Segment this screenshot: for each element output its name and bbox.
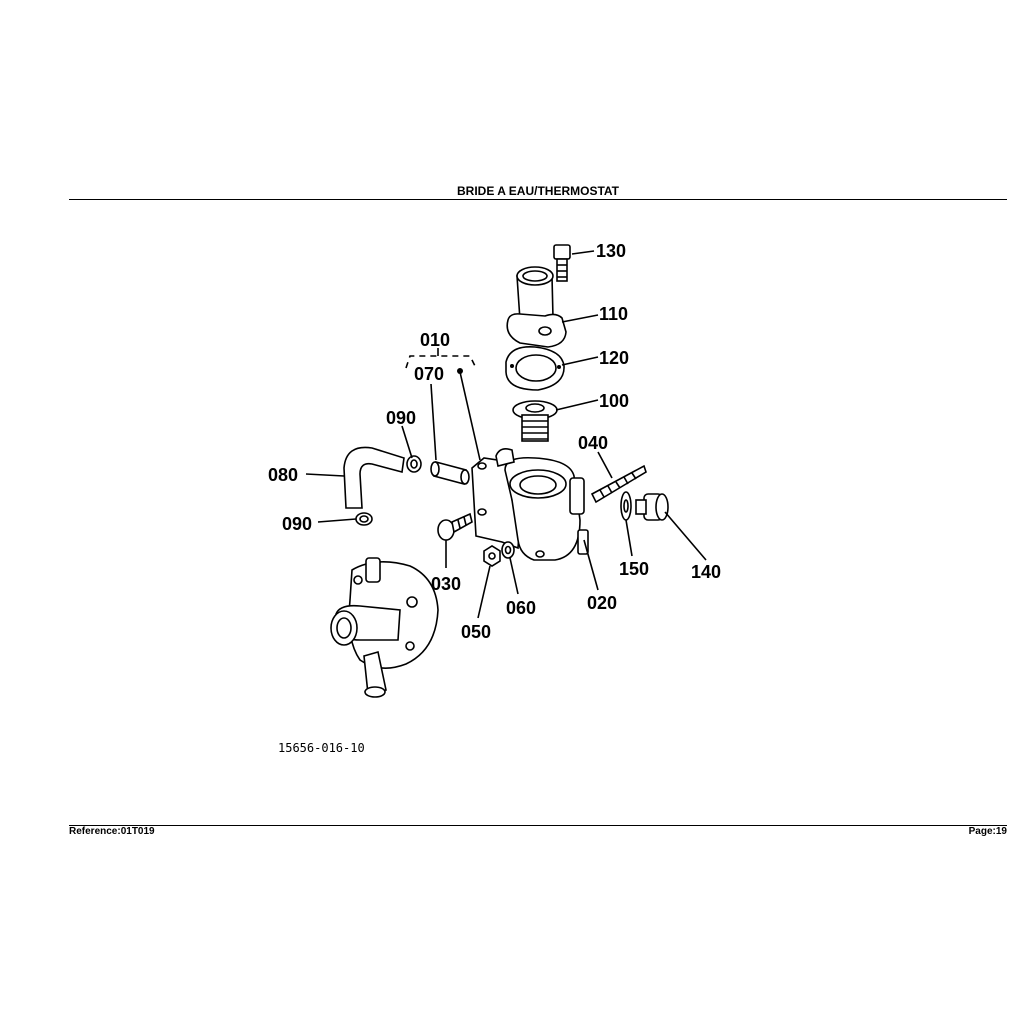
callout-100: 100 — [599, 391, 629, 411]
callout-140: 140 — [691, 562, 721, 582]
thermostat-cover-110-part — [506, 266, 567, 348]
callout-060: 060 — [506, 598, 536, 618]
clamp-090-upper-part — [406, 455, 422, 473]
callout-130: 130 — [596, 241, 626, 261]
callout-090-lower: 090 — [282, 514, 312, 534]
callout-090-upper: 090 — [386, 408, 416, 428]
stud-040-part — [590, 464, 647, 504]
footer-divider — [69, 825, 1007, 826]
gasket-120-part — [505, 345, 565, 391]
callout-020: 020 — [587, 593, 617, 613]
callout-150: 150 — [619, 559, 649, 579]
page-number: Page:19 — [968, 826, 1007, 837]
pipe-070-part — [430, 460, 470, 486]
washer-150-part — [620, 491, 632, 521]
bolt-030-part — [437, 512, 473, 541]
callout-050: 050 — [461, 622, 491, 642]
page-title: BRIDE A EAU/THERMOSTAT — [457, 184, 619, 198]
header-divider — [69, 199, 1007, 200]
bolt-130-part — [553, 244, 571, 282]
thermostat-housing-020-part — [471, 448, 589, 561]
hose-080-part — [343, 446, 405, 509]
callout-080: 080 — [268, 465, 298, 485]
callout-070: 070 — [414, 364, 444, 384]
plug-140-part — [635, 493, 669, 521]
reference-label: Reference:01T019 — [69, 826, 155, 837]
callout-110: 110 — [599, 304, 628, 324]
callout-010: 010 — [420, 330, 450, 350]
clamp-090-lower-part — [355, 512, 373, 526]
drawing-number: 15656-016-10 — [278, 741, 365, 755]
washer-060-part — [501, 541, 515, 559]
water-pump-part — [330, 557, 439, 698]
callout-030: 030 — [431, 574, 461, 594]
thermostat-100-part — [512, 400, 558, 442]
nut-050-part — [483, 545, 501, 567]
leader-lines — [305, 250, 707, 619]
callout-040: 040 — [578, 433, 608, 453]
callout-120: 120 — [599, 348, 629, 368]
